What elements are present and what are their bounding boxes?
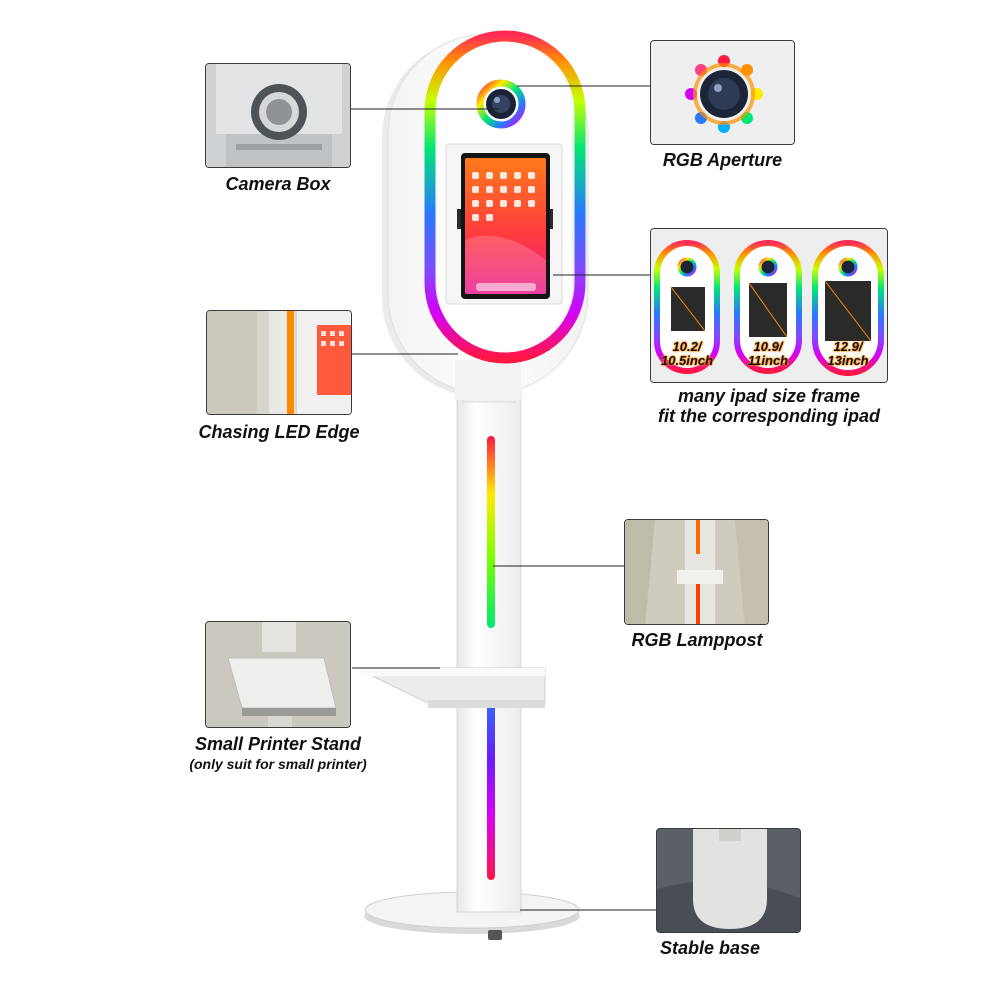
ipad-frames-caption-1: many ipad size frame [677,386,861,406]
ipad-frame-large [812,240,884,376]
camera-aperture-ring [476,79,526,129]
ipad-dock [476,283,536,291]
base-plate [693,829,767,929]
ipad-size-label-2: 10.9/ 11inch [737,340,799,368]
ipad-size-frames-panel: 10.2/ 10.5inch 10.9/ 11inch 12.9/ 13inch [650,228,888,383]
ipad-frames-caption-2: fit the corresponding ipad [657,406,880,426]
chasing-led-ring [424,30,586,364]
ipad-size-3-line2: 13inch [827,353,869,368]
small-printer-stand-label: Small Printer Stand [194,734,362,754]
ipad-size-label-1: 10.2/ 10.5inch [657,340,717,368]
ipad-app-grid [472,172,535,221]
rgb-aperture-photo [650,40,795,145]
lamppost-led-upper [487,436,495,628]
camera-box-label: Camera Box [225,174,331,194]
rgb-lamppost-photo [624,519,769,625]
ipad-frame-medium [734,240,802,374]
ipad-size-1-line1: 10.2/ [672,339,702,354]
stable-base-photo [656,828,801,933]
lamppost-photo-strip [696,520,700,554]
ipad-size-2-line2: 11inch [747,353,789,368]
small-printer-stand-photo [205,621,351,728]
camera-box-photo [205,63,351,168]
chasing-led-edge-label: Chasing LED Edge [198,422,360,442]
edge-led-strip [287,311,294,414]
lamppost-led-lower [487,690,495,880]
ipad-size-2-line1: 10.9/ [753,339,783,354]
rgb-aperture-label: RGB Aperture [662,150,783,170]
ipad-size-1-line2: 10.5inch [660,353,714,368]
stable-base-label: Stable base [659,938,761,958]
printer-tray-top [227,657,337,709]
chasing-led-edge-photo [206,310,352,415]
ipad-size-3-line1: 12.9/ [833,339,863,354]
small-printer-note: (only suit for small printer) [189,756,367,772]
ipad-frame-small [654,240,720,374]
rgb-lamppost-label: RGB Lamppost [631,630,763,650]
ipad-size-label-3: 12.9/ 13inch [815,340,881,368]
ipad-screen [465,158,546,294]
leader-lines [350,85,656,911]
